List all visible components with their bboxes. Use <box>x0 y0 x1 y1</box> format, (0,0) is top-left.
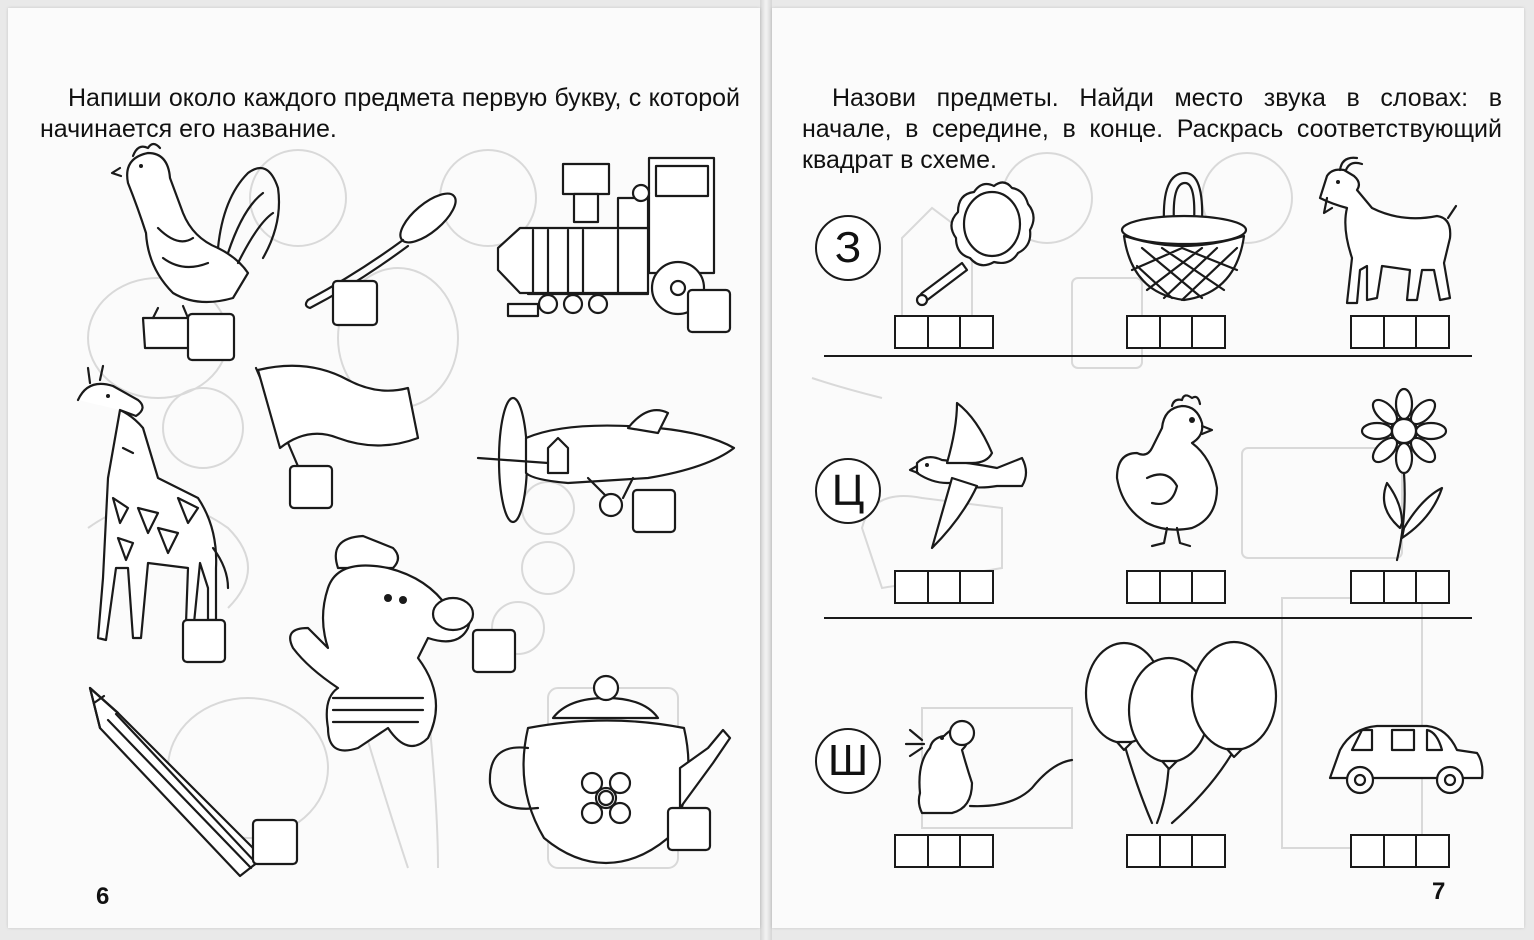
answer-box[interactable] <box>631 488 677 534</box>
mouse-icon <box>904 719 1074 815</box>
scheme-cell[interactable] <box>1417 836 1448 866</box>
basket-icon <box>1120 171 1248 302</box>
balloons-icon <box>1084 640 1278 825</box>
sound-scheme-flower[interactable] <box>1350 570 1450 604</box>
sound-scheme-basket[interactable] <box>1126 315 1226 349</box>
sound-letter-sh: Ш <box>815 728 881 794</box>
answer-box[interactable] <box>288 464 334 510</box>
answer-box[interactable] <box>331 279 379 327</box>
scheme-cell[interactable] <box>1193 572 1224 602</box>
scheme-cell[interactable] <box>1417 317 1448 347</box>
bird-icon <box>908 401 1028 550</box>
background-ghost-art <box>811 152 1423 849</box>
right-instruction: Назови предметы. Найди место звука в сло… <box>802 84 1502 174</box>
scheme-cell[interactable] <box>1193 317 1224 347</box>
airplane-icon <box>476 396 736 534</box>
scheme-cell[interactable] <box>1385 317 1418 347</box>
sound-scheme-chick[interactable] <box>1126 570 1226 604</box>
scheme-cell[interactable] <box>1352 317 1385 347</box>
scheme-cell[interactable] <box>1161 836 1194 866</box>
book-gutter <box>760 0 772 940</box>
scheme-cell[interactable] <box>1128 572 1161 602</box>
scheme-cell[interactable] <box>929 572 962 602</box>
sound-scheme-bird[interactable] <box>894 570 994 604</box>
scheme-cell[interactable] <box>896 572 929 602</box>
chick-icon <box>1115 394 1219 548</box>
car-icon <box>1328 724 1484 795</box>
answer-box[interactable] <box>686 288 732 334</box>
answer-box[interactable] <box>181 618 227 664</box>
scheme-cell[interactable] <box>961 317 992 347</box>
goat-icon <box>1318 156 1458 305</box>
scheme-cell[interactable] <box>1352 836 1385 866</box>
scheme-cell[interactable] <box>1352 572 1385 602</box>
teapot-icon <box>488 674 732 865</box>
sound-scheme-balloons[interactable] <box>1126 834 1226 868</box>
left-page-illustrations <box>76 142 736 878</box>
right-page-illustrations <box>811 152 1484 849</box>
mirror-icon <box>915 181 1035 307</box>
sound-letter-ts: Ц <box>815 458 881 524</box>
scheme-cell[interactable] <box>1161 572 1194 602</box>
sound-scheme-mirror[interactable] <box>894 315 994 349</box>
scheme-cell[interactable] <box>1128 317 1161 347</box>
scheme-cell[interactable] <box>1193 836 1224 866</box>
spoon-icon <box>304 192 457 327</box>
hippo-icon <box>289 534 517 752</box>
scheme-cell[interactable] <box>1385 572 1418 602</box>
scheme-cell[interactable] <box>896 317 929 347</box>
row-divider <box>824 355 1472 357</box>
right-page: Назови предметы. Найди место звука в сло… <box>772 8 1524 928</box>
scheme-cell[interactable] <box>961 572 992 602</box>
scheme-cell[interactable] <box>961 836 992 866</box>
flag-icon <box>254 364 420 510</box>
answer-box[interactable] <box>251 818 299 866</box>
answer-box[interactable] <box>471 628 517 674</box>
answer-box[interactable] <box>186 312 236 362</box>
left-instruction: Напиши около каждого предмета первую бук… <box>40 84 740 143</box>
scheme-cell[interactable] <box>1417 572 1448 602</box>
page-number-right: 7 <box>1432 878 1446 905</box>
left-page: Напиши около каждого предмета первую бук… <box>8 8 760 928</box>
row-divider <box>824 617 1472 619</box>
scheme-cell[interactable] <box>1128 836 1161 866</box>
sound-letter-z: З <box>815 215 881 281</box>
flower-icon <box>1360 387 1448 562</box>
scheme-cell[interactable] <box>929 317 962 347</box>
scheme-cell[interactable] <box>1385 836 1418 866</box>
pencil-icon <box>88 686 299 878</box>
scheme-cell[interactable] <box>896 836 929 866</box>
sound-scheme-goat[interactable] <box>1350 315 1450 349</box>
scheme-cell[interactable] <box>929 836 962 866</box>
answer-box[interactable] <box>666 806 712 852</box>
rooster-icon <box>110 142 281 362</box>
sound-scheme-car[interactable] <box>1350 834 1450 868</box>
train-icon <box>496 156 732 334</box>
scheme-cell[interactable] <box>1161 317 1194 347</box>
sound-scheme-mouse[interactable] <box>894 834 994 868</box>
page-number-left: 6 <box>96 883 110 910</box>
giraffe-icon <box>76 364 230 664</box>
